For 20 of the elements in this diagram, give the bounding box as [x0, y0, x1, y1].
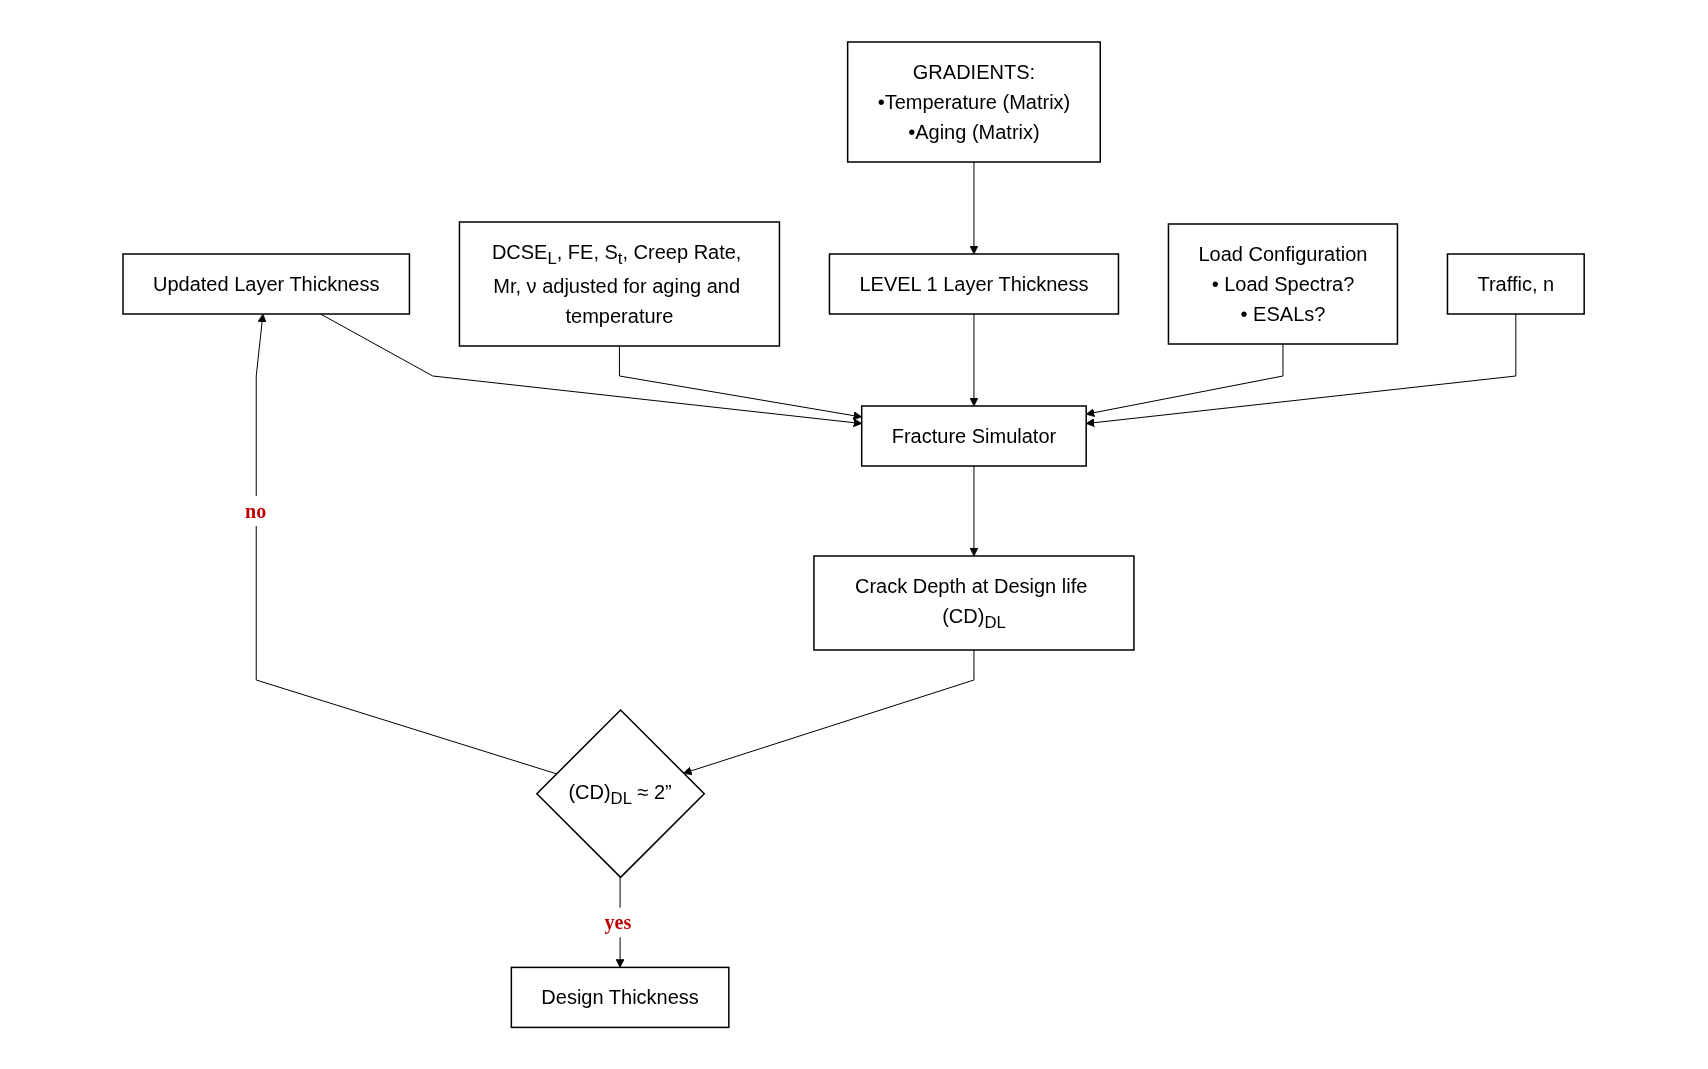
- arrow: [683, 649, 975, 775]
- node-diamond: (CD)$_{DL}$ ≈ 2”: [536, 708, 706, 879]
- edge-label: no: [245, 499, 267, 522]
- node-box: Design Thickness: [511, 966, 730, 1028]
- node-box: Load Configuration • Load Spectra? • ESALs?: [1168, 223, 1399, 345]
- arrow: [969, 313, 979, 407]
- arrow: [1086, 313, 1517, 427]
- node-box: Traffic, n: [1447, 253, 1586, 315]
- node-box: Fracture Simulator: [861, 405, 1088, 467]
- node-box: GRADIENTS: •Temperature (Matrix) •Aging (Matrix): [847, 41, 1102, 163]
- arrow: [969, 161, 979, 255]
- node-box: DCSE$_{L}$, FE, S$_{t}$, Creep Rate, Mr, ν adjusted for aging and temperature: [459, 221, 781, 347]
- edge-label: yes: [604, 911, 632, 934]
- arrow: [619, 345, 863, 420]
- node-box: LEVEL 1 Layer Thickness: [829, 253, 1120, 315]
- node-box: Crack Depth at Design life (CD)$_{DL}$: [813, 555, 1136, 651]
- node-box: Updated Layer Thickness: [122, 253, 411, 315]
- arrow: [969, 465, 979, 557]
- arrow: [1086, 343, 1284, 417]
- arrow: [320, 313, 863, 427]
